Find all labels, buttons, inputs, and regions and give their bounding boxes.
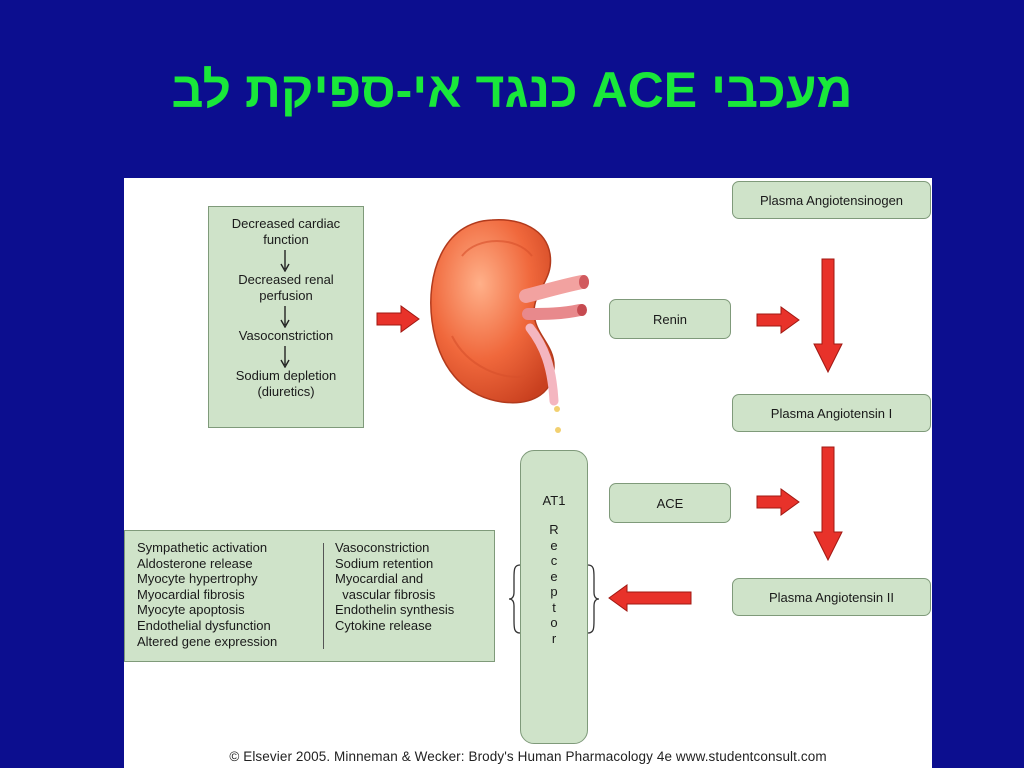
- at1-receptor: AT1 R e c e p t o r: [520, 450, 588, 744]
- renin-box: Renin: [609, 299, 731, 339]
- ace-box: ACE: [609, 483, 731, 523]
- angiotensin-2-label: Plasma Angiotensin II: [768, 589, 895, 605]
- angiotensinogen-label: Plasma Angiotensinogen: [759, 192, 904, 208]
- left-brace-icon: [508, 564, 521, 634]
- effect-item: Sympathetic activation: [137, 540, 268, 555]
- down-arrow-icon: [209, 344, 363, 368]
- effect-item: Myocardial fibrosis: [137, 586, 245, 602]
- right-brace-icon: [587, 564, 600, 634]
- effect-item: Myocardial and: [335, 571, 424, 587]
- angiotensinogen-box: Plasma Angiotensinogen: [732, 181, 931, 219]
- effects-box: Sympathetic activation Aldosterone relea…: [124, 530, 495, 662]
- angiotensin-2-box: Plasma Angiotensin II: [732, 578, 931, 616]
- right-arrow-icon: [756, 306, 800, 334]
- left-arrow-icon: [608, 584, 692, 612]
- conditions-box: Decreased cardiac function Decreased ren…: [208, 206, 364, 428]
- copyright-notice: © Elsevier 2005. Minneman & Wecker: Brod…: [229, 749, 827, 764]
- slide-title: מעכבי ACE כנגד אי-ספיקת לב: [171, 62, 853, 118]
- effects-left-list: Sympathetic activation Aldosterone relea…: [137, 540, 277, 649]
- condition-cardiac: Decreased cardiac function: [231, 216, 341, 247]
- down-arrow-icon: [209, 304, 363, 328]
- angiotensin-1-box: Plasma Angiotensin I: [732, 394, 931, 432]
- condition-sodium: Sodium depletion (diuretics): [235, 368, 337, 399]
- right-arrow-icon: [756, 488, 800, 516]
- effect-item: Vasoconstriction: [335, 540, 430, 555]
- down-arrow-icon: [813, 446, 843, 562]
- down-arrow-icon: [209, 248, 363, 272]
- effect-item: Endothelin synthesis: [335, 602, 455, 618]
- column-divider: [323, 543, 324, 649]
- effect-item: Endothelial dysfunction: [137, 617, 271, 633]
- receptor-letter: R: [549, 522, 559, 537]
- effects-right-list: Vasoconstriction Sodium retention Myocar…: [335, 540, 454, 634]
- renin-label: Renin: [653, 311, 687, 327]
- condition-vasoconstriction: Vasoconstriction: [238, 328, 334, 343]
- receptor-label: R e c e p t o r: [521, 522, 587, 646]
- ace-label: ACE: [656, 495, 684, 511]
- receptor-letter: e: [550, 537, 558, 553]
- receptor-letter: r: [551, 630, 557, 646]
- receptor-letter: o: [550, 615, 558, 630]
- receptor-type: AT1: [542, 493, 566, 508]
- effect-item: Altered gene expression: [137, 633, 278, 649]
- condition-renal: Decreased renal perfusion: [238, 272, 334, 303]
- effect-item: Aldosterone release: [137, 555, 253, 571]
- angiotensin-1-label: Plasma Angiotensin I: [770, 405, 893, 421]
- receptor-letter: t: [552, 599, 556, 615]
- effect-item: Myocyte hypertrophy: [137, 571, 258, 587]
- receptor-letter: p: [550, 584, 558, 599]
- kidney-icon: [430, 219, 589, 433]
- effect-item: Myocyte apoptosis: [137, 602, 245, 618]
- down-arrow-icon: [813, 258, 843, 374]
- right-arrow-icon: [376, 305, 420, 333]
- receptor-letter: c: [550, 553, 558, 568]
- receptor-letter: e: [550, 568, 558, 584]
- raas-diagram: Decreased cardiac function Decreased ren…: [124, 178, 932, 768]
- effect-item: vascular fibrosis: [335, 586, 436, 602]
- effect-item: Sodium retention: [335, 555, 434, 571]
- effect-item: Cytokine release: [335, 617, 432, 633]
